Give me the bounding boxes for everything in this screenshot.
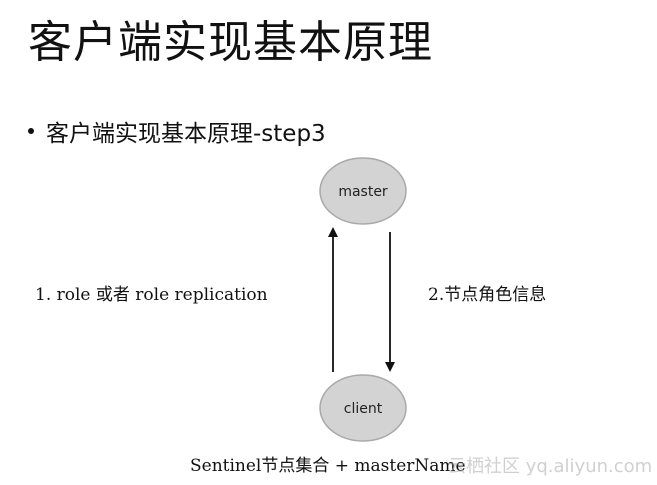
slide-title: 客户端实现基本原理 xyxy=(28,17,433,68)
client-node-label: client xyxy=(344,401,383,417)
sentinel-set-label: Sentinel节点集合 + masterName xyxy=(190,456,466,476)
watermark: 云栖社区 yq.aliyun.com xyxy=(448,456,653,477)
response-role-info-label: 2.节点角色信息 xyxy=(428,285,546,305)
master-node-label: master xyxy=(338,184,388,200)
client-node: client xyxy=(319,374,407,442)
bullet-text: 客户端实现基本原理-step3 xyxy=(46,121,326,147)
request-role-label: 1. role 或者 role replication xyxy=(35,285,268,305)
master-node: master xyxy=(319,157,407,225)
client-sentinel-diagram: master client 1. role 或者 role replicatio… xyxy=(30,152,620,482)
bullet-dot-icon xyxy=(28,128,34,134)
bullet-item: 客户端实现基本原理-step3 xyxy=(28,114,326,148)
